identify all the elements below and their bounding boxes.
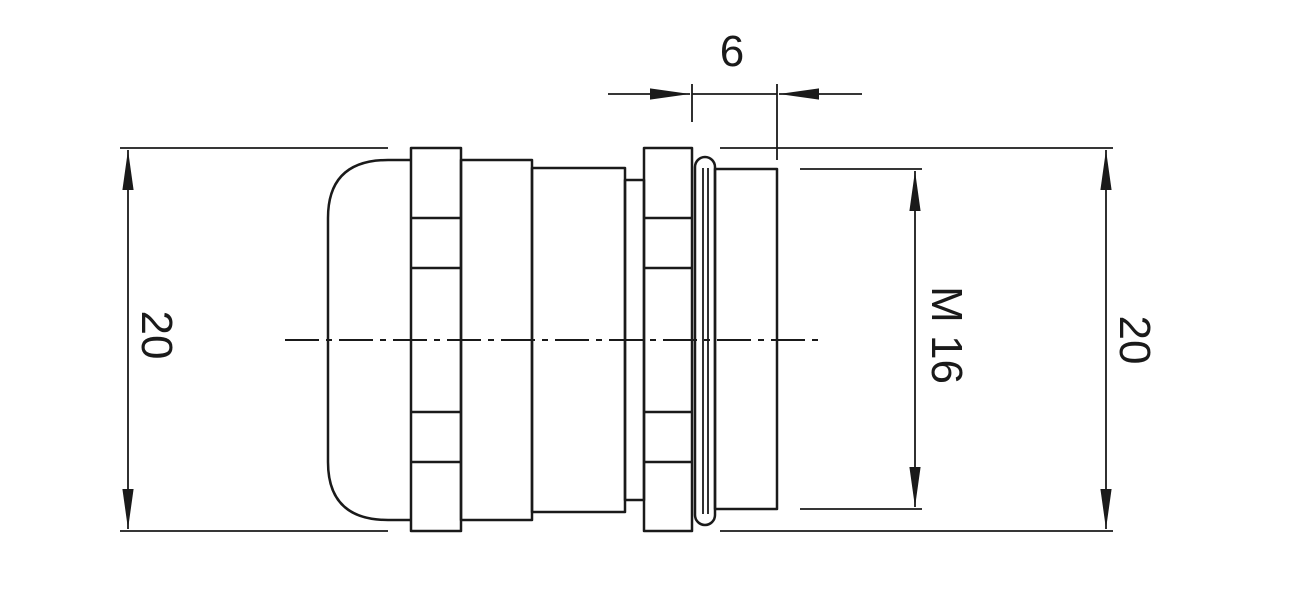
dimension-label-left-height: 20 — [132, 311, 181, 360]
dimension-label-width: 6 — [720, 27, 744, 76]
dimension-label-thread: M 16 — [922, 286, 971, 384]
dimension-label-right-height: 20 — [1110, 316, 1159, 365]
